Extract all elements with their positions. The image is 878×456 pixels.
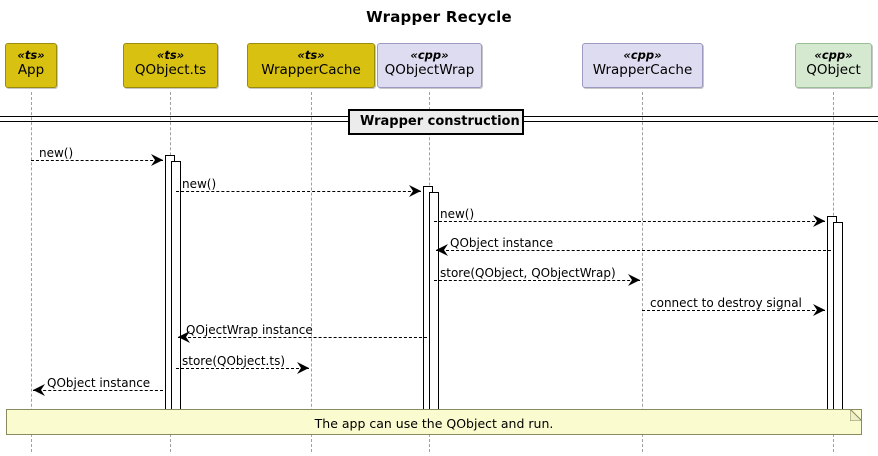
message-line (434, 221, 825, 222)
message-line (31, 160, 163, 161)
message-arrowhead-right (151, 154, 163, 166)
message-label: store(QObject.ts) (182, 354, 286, 368)
message-arrowhead-left (178, 331, 190, 343)
message-arrowhead-right (813, 215, 825, 227)
lifeline-app (31, 92, 32, 452)
message-label: QObject instance (450, 236, 554, 250)
message-line (436, 250, 831, 251)
note-text: The app can use the QObject and run. (314, 416, 554, 431)
participant-name: App (17, 61, 45, 78)
participant-stereotype: «cpp» (623, 48, 662, 62)
participant-qobject[interactable]: «cpp»QObject (795, 43, 872, 88)
message-label: QOjectWrap instance (186, 323, 313, 337)
message-label: QObject instance (47, 376, 151, 390)
participant-stereotype: «ts» (17, 48, 45, 62)
note-box: The app can use the QObject and run. (6, 409, 862, 435)
participant-stereotype: «ts» (297, 48, 325, 62)
participant-name: QObject.ts (134, 61, 207, 78)
message-label: new() (440, 207, 475, 221)
message-label: new() (39, 146, 74, 160)
message-label: store(QObject, QObjectWrap) (440, 266, 616, 280)
message-arrowhead-right (628, 274, 640, 286)
message-arrowhead-right (813, 304, 825, 316)
message-arrowhead-right (409, 185, 421, 197)
divider-label: Wrapper construction (348, 109, 524, 135)
message-arrowhead-left (33, 384, 45, 396)
participant-name: QObject (806, 61, 861, 78)
message-line (178, 337, 427, 338)
message-line (33, 390, 163, 391)
participant-name: WrapperCache (592, 61, 693, 78)
lifeline-wrappercache (642, 92, 643, 452)
participant-stereotype: «cpp» (814, 48, 853, 62)
message-arrowhead-left (436, 244, 448, 256)
activation-bar-qobject-ts-inner (171, 161, 181, 418)
message-line (176, 191, 421, 192)
lifeline-wrappercache (311, 92, 312, 452)
participant-qobject-ts[interactable]: «ts»QObject.ts (123, 43, 218, 88)
participant-stereotype: «ts» (156, 48, 185, 62)
participant-name: QObjectWrap (384, 61, 475, 78)
participant-app[interactable]: «ts»App (5, 43, 57, 88)
participant-stereotype: «cpp» (410, 48, 449, 62)
activation-bar-qobject-inner (833, 222, 843, 418)
message-line (176, 368, 309, 369)
note-fold-icon (850, 409, 862, 421)
page-title: Wrapper Recycle (366, 8, 512, 26)
participant-name: WrapperCache (261, 61, 361, 78)
message-arrowhead-right (297, 362, 309, 374)
message-label: new() (182, 177, 217, 191)
participant-wrappercache[interactable]: «ts»WrapperCache (247, 43, 375, 88)
message-line (434, 280, 640, 281)
activation-bar-qobjectwrap-inner (429, 192, 439, 418)
message-label: connect to destroy signal (650, 296, 802, 310)
message-line (642, 310, 825, 311)
participant-qobjectwrap[interactable]: «cpp»QObjectWrap (377, 43, 482, 88)
participant-wrappercache[interactable]: «cpp»WrapperCache (582, 43, 703, 88)
